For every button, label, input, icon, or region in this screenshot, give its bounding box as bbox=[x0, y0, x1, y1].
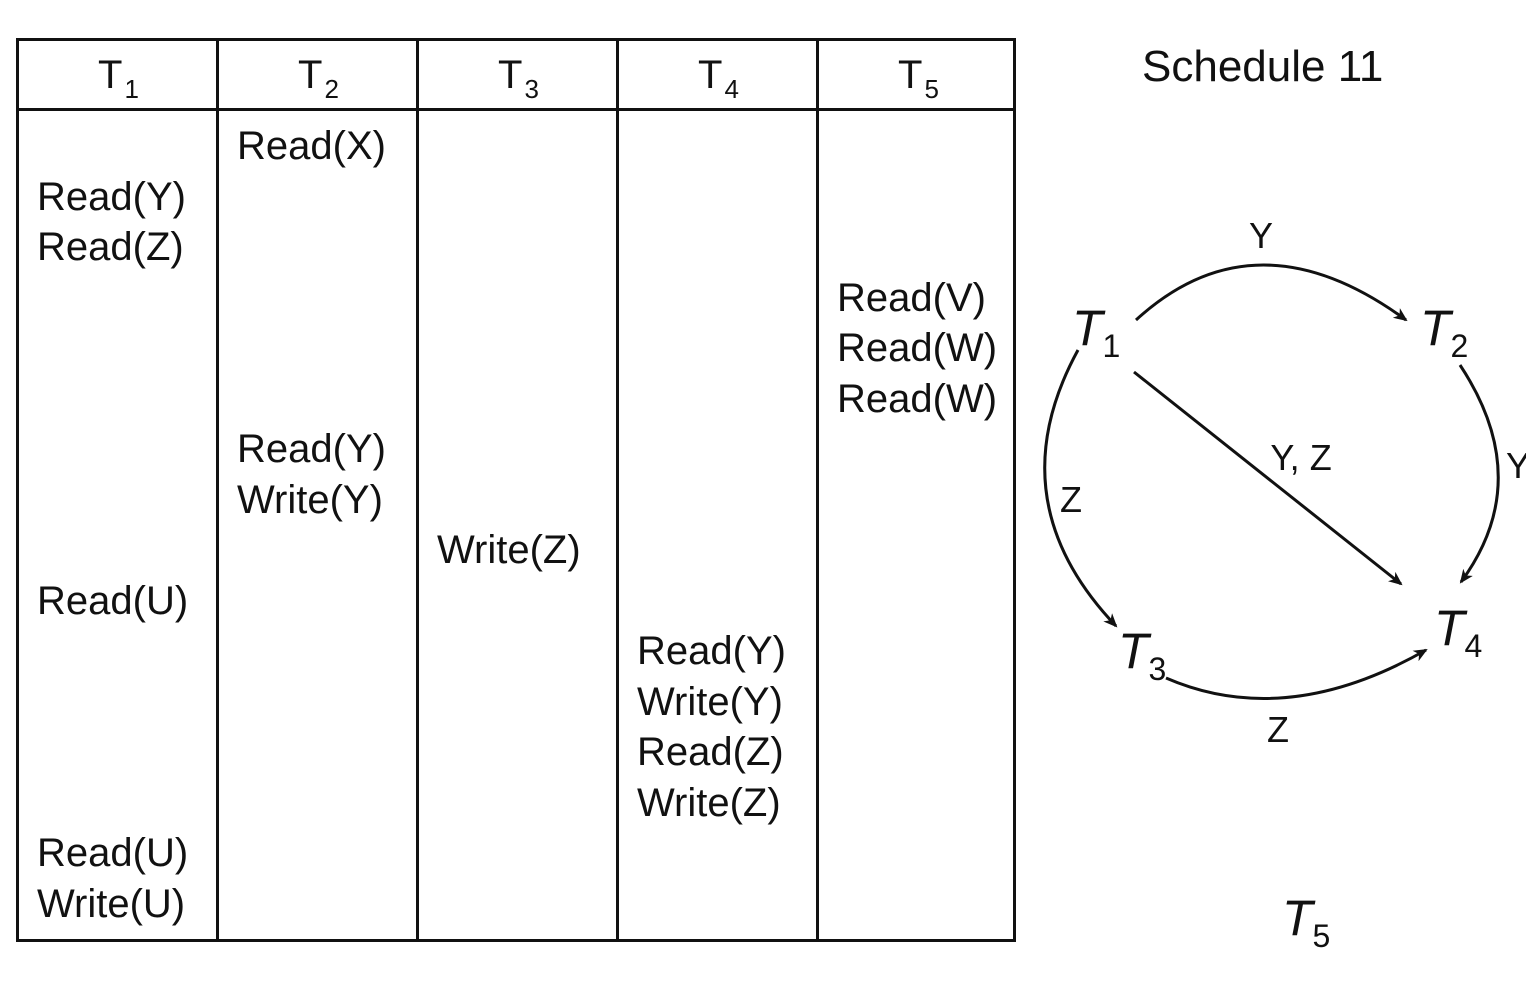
operation-t5: Read(V) bbox=[837, 275, 986, 320]
edge-t2-t4 bbox=[1458, 364, 1500, 584]
operation-t4: Write(Y) bbox=[637, 679, 783, 724]
column-header-t3: T3 bbox=[498, 53, 539, 104]
column-divider bbox=[416, 41, 419, 939]
node-t4: T4 bbox=[1434, 600, 1482, 664]
node-t5: T5 bbox=[1282, 890, 1330, 954]
edge-label-t1-t4: Y, Z bbox=[1270, 437, 1331, 478]
operation-t1: Write(U) bbox=[37, 881, 186, 926]
operation-t3: Write(Z) bbox=[437, 528, 581, 572]
edge-t1-t4 bbox=[1133, 370, 1403, 586]
node-t2: T2 bbox=[1420, 300, 1468, 364]
operation-t4: Write(Z) bbox=[637, 780, 781, 825]
operation-t5: Read(W) bbox=[837, 376, 998, 421]
edge-label-t2-t4: Y bbox=[1506, 445, 1526, 486]
node-t1: T1 bbox=[1072, 300, 1120, 364]
operation-t2: Write(Y) bbox=[237, 477, 383, 522]
operation-t1: Read(Z) bbox=[37, 225, 184, 269]
schedule-title: Schedule 11 bbox=[1142, 42, 1384, 91]
operation-t1: Read(U) bbox=[37, 578, 189, 623]
column-header-t4: T4 bbox=[698, 53, 739, 104]
column-divider bbox=[216, 41, 219, 939]
edge-t1-t3 bbox=[1043, 349, 1118, 628]
operation-t1: Read(Y) bbox=[37, 174, 186, 219]
edge-t3-t4 bbox=[1165, 648, 1428, 700]
node-t3: T3 bbox=[1118, 623, 1166, 687]
edge-label-t1-t3: Z bbox=[1060, 479, 1082, 520]
precedence-graph: Y Y, Z Z Y Z T1 T2 T3 T4 T5 bbox=[1043, 215, 1526, 954]
column-header-t2: T2 bbox=[298, 53, 339, 104]
column-header-t5: T5 bbox=[898, 53, 939, 104]
edge-label-t3-t4: Z bbox=[1267, 709, 1289, 750]
column-divider bbox=[616, 41, 619, 939]
operation-t2: Read(Y) bbox=[237, 427, 386, 471]
column-header-t1: T1 bbox=[98, 53, 139, 104]
edge-t1-t2 bbox=[1134, 263, 1408, 322]
table-header: T1 T2 T3 T4 T5 bbox=[19, 41, 1013, 111]
edge-label-t1-t2: Y bbox=[1249, 215, 1273, 256]
operation-t1: Read(U) bbox=[37, 831, 189, 875]
schedule-table: T1 T2 T3 T4 T5 Read(X) Read(Y) Read(Z) Read… bbox=[16, 38, 1016, 942]
operation-t4: Read(Z) bbox=[637, 730, 784, 774]
column-divider bbox=[816, 41, 819, 939]
operation-t4: Read(Y) bbox=[637, 629, 786, 673]
operation-t2: Read(X) bbox=[237, 124, 386, 168]
operation-t5: Read(W) bbox=[837, 326, 998, 370]
